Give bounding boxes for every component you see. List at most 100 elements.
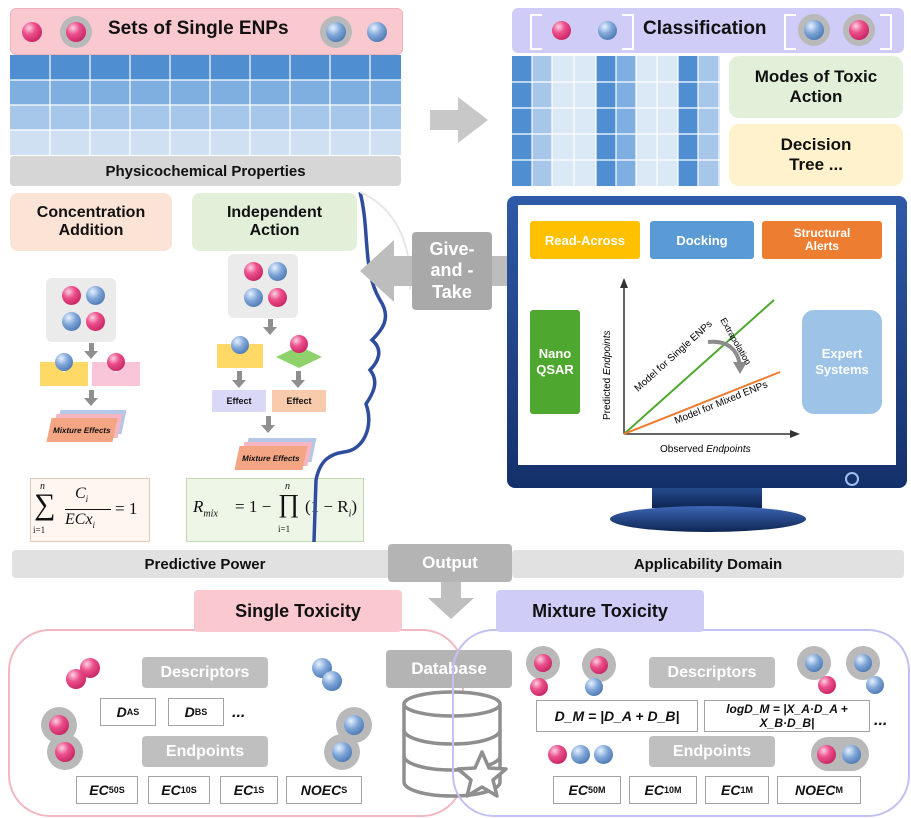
pink-particle <box>244 262 263 281</box>
flow-arrow <box>84 351 98 359</box>
decision-tree-box: Decision Tree ... <box>729 124 903 186</box>
applicability-domain-bar: Applicability Domain <box>512 550 904 578</box>
flow-arrow <box>268 319 273 327</box>
right-arrow <box>430 97 488 143</box>
output-label: Output <box>388 544 512 582</box>
sum-top: n <box>40 481 45 492</box>
blue-particle <box>842 745 861 764</box>
pink-particle <box>22 22 42 42</box>
blue-particle <box>231 336 249 354</box>
effect-label-2: Effect <box>272 390 326 412</box>
physicochemical-properties-label: Physicochemical Properties <box>10 156 401 186</box>
blue-particle <box>344 715 364 735</box>
give-and-take-label: Give- and -Take <box>412 232 492 310</box>
ca-mixture-panel <box>46 278 116 342</box>
mixture-endpoints-label: Endpoints <box>649 736 775 767</box>
mixture-descriptor-dm: D_M = |D_A + D_B| <box>536 700 698 732</box>
single-enps-title: Sets of Single ENPs <box>108 18 289 39</box>
ia-lhs: Rmix <box>193 497 218 520</box>
docking-box: Docking <box>650 221 754 259</box>
single-line-label: Model for Single ENPs <box>633 319 715 394</box>
blue-particle <box>571 745 590 764</box>
blue-particle <box>326 22 346 42</box>
blue-particle <box>598 21 617 40</box>
flow-arrow <box>266 416 271 425</box>
read-across-box: Read-Across <box>530 221 640 259</box>
pink-particle <box>86 312 105 331</box>
flow-arrow <box>291 380 305 388</box>
prod-top: n <box>285 481 290 492</box>
x-axis-arrow <box>790 430 800 438</box>
single-enp-line <box>623 299 775 435</box>
pink-particle <box>290 335 308 353</box>
classification-title: Classification <box>643 18 767 39</box>
blue-particle <box>55 353 73 371</box>
pink-particle <box>80 658 100 678</box>
effect-label-1: Effect <box>212 390 266 412</box>
ca-formula: n ∑ i=1 Ci ECxi = 1 <box>30 478 150 542</box>
mixture-ellipsis: ... <box>874 712 888 729</box>
flow-arrow <box>237 371 242 380</box>
ia-mid: = 1 − <box>235 497 272 516</box>
prod-sign: ∏ <box>278 489 300 518</box>
extrapolation-arrowhead <box>733 362 747 374</box>
pink-particle <box>849 20 869 40</box>
flow-arrow <box>89 343 94 351</box>
structural-alerts-box: Structural Alerts <box>762 221 882 259</box>
blue-particle <box>594 745 613 764</box>
monitor-neck <box>652 488 762 508</box>
pink-particle <box>66 22 86 42</box>
pink-particle <box>55 742 75 762</box>
flow-arrow <box>89 390 94 398</box>
pink-particle <box>552 21 571 40</box>
predictive-power-bar: Predictive Power <box>12 550 398 578</box>
independent-action-box: Independent Action <box>192 193 357 251</box>
mixed-line-label: Model for Mixed ENPs <box>673 379 769 426</box>
classification-header <box>512 8 904 53</box>
blue-particle <box>804 20 824 40</box>
mixture-descriptor-logdm: logD_M = |X_A·D_A + X_B·D_B| <box>704 700 870 732</box>
fraction-bar <box>65 509 111 510</box>
ia-formula: Rmix = 1 − n ∏ i=1 (1 − Ri) <box>186 478 364 542</box>
y-axis-label: Predicted Endpoints <box>602 330 613 420</box>
nano-qsar-box: Nano QSAR <box>530 310 580 414</box>
properties-table <box>10 55 401 155</box>
blue-particle <box>805 654 823 672</box>
bracket-open-icon <box>784 14 796 50</box>
bracket-close-icon <box>880 14 892 50</box>
mixed-enp-line <box>623 371 781 435</box>
sum-sign: ∑ <box>34 488 56 521</box>
blue-particle <box>332 742 352 762</box>
monitor-stand <box>610 506 806 532</box>
blue-particle <box>86 286 105 305</box>
monitor-power-icon <box>845 472 859 486</box>
flow-arrow <box>84 398 98 406</box>
x-axis-label: Observed Endpoints <box>660 444 751 455</box>
pink-particle <box>107 353 125 371</box>
bracket-close-icon <box>622 14 634 50</box>
single-descriptors-label: Descriptors <box>142 657 268 688</box>
expert-systems-box: Expert Systems <box>802 310 882 414</box>
concentration-addition-box: Concentration Addition <box>10 193 172 251</box>
modes-of-toxic-action-box: Modes of Toxic Action <box>729 56 903 118</box>
pink-particle <box>590 656 608 674</box>
blue-particle <box>268 262 287 281</box>
blue-particle <box>322 671 342 691</box>
blue-particle <box>866 676 884 694</box>
blue-particle <box>62 312 81 331</box>
single-endpoints-label: Endpoints <box>142 736 268 767</box>
blue-particle <box>854 654 872 672</box>
pink-particle <box>817 745 836 764</box>
fraction-numerator: Ci <box>75 485 89 505</box>
prod-bottom: i=1 <box>278 524 291 534</box>
pink-particle <box>530 678 548 696</box>
ia-mixture-panel <box>228 254 298 318</box>
fraction-denominator: ECxi <box>65 511 96 531</box>
extrapolation-chart: Model for Single ENPs Extrapolation Mode… <box>602 278 800 455</box>
